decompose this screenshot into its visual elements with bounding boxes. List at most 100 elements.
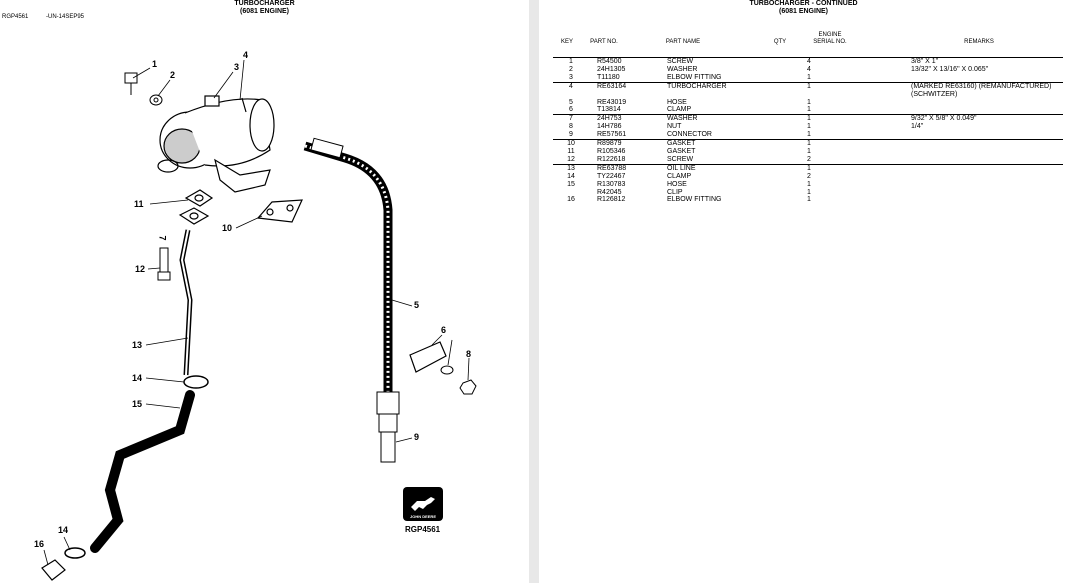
callout-14: 14	[132, 373, 143, 383]
cell-serial	[837, 99, 911, 107]
cell-remarks	[911, 173, 1063, 181]
cell-name: ELBOW FITTING	[667, 196, 722, 204]
cell-serial	[837, 106, 911, 114]
cell-part: 14H786	[597, 123, 622, 131]
cell-key: 1	[553, 56, 589, 66]
cell-part: T13814	[597, 106, 621, 114]
cell-serial	[837, 196, 911, 204]
cell-remarks	[911, 74, 1063, 82]
cell-remarks	[911, 163, 1063, 173]
cell-name: SCREW	[667, 155, 694, 163]
col-part-no: PART NO.	[590, 39, 618, 45]
cell-part: R89879	[589, 139, 667, 148]
cell-qty: 1	[807, 139, 837, 148]
cell-qty: 4	[807, 56, 837, 66]
cell-name: WASHER	[667, 65, 698, 73]
cell-name: NUT	[667, 123, 682, 131]
gasket-drawing	[178, 189, 303, 225]
cell-name: WASHER	[667, 114, 807, 124]
cell-name: HOSE	[667, 180, 687, 188]
cell-name: CLIP	[667, 188, 683, 196]
cell-part: R42045	[597, 188, 622, 196]
cell-part: RE63164	[589, 81, 667, 99]
cell-serial	[837, 163, 911, 173]
ref-code: RGP4561	[2, 14, 29, 20]
cell-remarks	[911, 99, 1063, 107]
callout-9: 9	[414, 432, 420, 442]
cell-key: 15	[567, 180, 575, 188]
cell-serial	[837, 181, 911, 189]
cell-part: RE57561	[597, 131, 627, 139]
cell-name: HOSE	[667, 98, 687, 106]
figure-code: RGP4561	[405, 525, 441, 534]
callout-3: 3	[234, 62, 240, 72]
cell-qty: 1	[807, 73, 811, 81]
cell-name: SCREW	[667, 56, 807, 66]
cell-serial	[837, 74, 911, 82]
list-title: TURBOCHARGER - CONTINUED	[749, 0, 858, 7]
cell-key: 11	[567, 147, 575, 155]
cell-name: ELBOW FITTING	[667, 73, 722, 81]
cell-key: 10	[553, 139, 589, 148]
callout-5: 5	[414, 300, 420, 310]
cell-serial	[837, 189, 911, 197]
cell-key: 13	[553, 163, 589, 173]
callout-8: 8	[466, 349, 472, 359]
diagram-page: TURBOCHARGER (6081 ENGINE) RGP4561 -UN-1…	[0, 0, 529, 583]
callout-10: 10	[222, 223, 233, 233]
cell-qty: 2	[807, 155, 811, 163]
cell-remarks	[911, 139, 1063, 148]
cell-key: 2	[569, 65, 573, 73]
cell-part: R130783	[597, 180, 626, 188]
col-key: KEY	[560, 39, 573, 45]
cell-name: GASKET	[667, 147, 696, 155]
cell-qty: 1	[807, 106, 811, 114]
cell-remarks: 9/32" X 5/8" X 0.049"	[911, 114, 1063, 124]
turbocharger-drawing	[157, 95, 275, 193]
callout-6: 6	[441, 325, 447, 335]
cell-qty: 1	[807, 123, 811, 131]
col-engine: ENGINE	[818, 32, 842, 38]
cell-key: 3	[569, 73, 573, 81]
cell-serial	[837, 131, 911, 139]
cell-part: RE43019	[597, 98, 627, 106]
cell-part: R122618	[597, 155, 626, 163]
callout-11: 11	[134, 199, 144, 209]
cell-remarks	[911, 181, 1063, 189]
cell-key: 4	[553, 81, 589, 99]
callout-12: 12	[135, 264, 146, 274]
cell-key: 16	[567, 196, 575, 204]
cell-name: GASKET	[667, 139, 807, 148]
cell-name: CONNECTOR	[667, 131, 712, 139]
cell-remarks	[911, 156, 1063, 164]
cell-name: OIL LINE	[667, 163, 807, 173]
cell-qty: 2	[807, 172, 811, 180]
cell-key: 12	[567, 155, 575, 163]
col-qty: QTY	[773, 39, 787, 45]
parts-diagram	[41, 59, 477, 581]
cell-remarks	[911, 148, 1063, 156]
col-serial-no: SERIAL NO.	[813, 39, 847, 45]
cell-name: TURBOCHARGER	[667, 81, 807, 99]
cell-qty: 1	[807, 196, 811, 204]
callout-13: 13	[132, 340, 143, 350]
cell-remarks	[911, 196, 1063, 204]
cell-qty: 1	[807, 81, 837, 99]
callout-15: 15	[132, 399, 143, 409]
col-remarks: REMARKS	[964, 39, 994, 45]
cell-part: RE63788	[589, 163, 667, 173]
cell-remarks: 3/8" X 1"	[911, 56, 1063, 66]
callout-1: 1	[152, 59, 158, 69]
cell-name: CLAMP	[667, 172, 692, 180]
callout-7: 7	[157, 235, 168, 241]
